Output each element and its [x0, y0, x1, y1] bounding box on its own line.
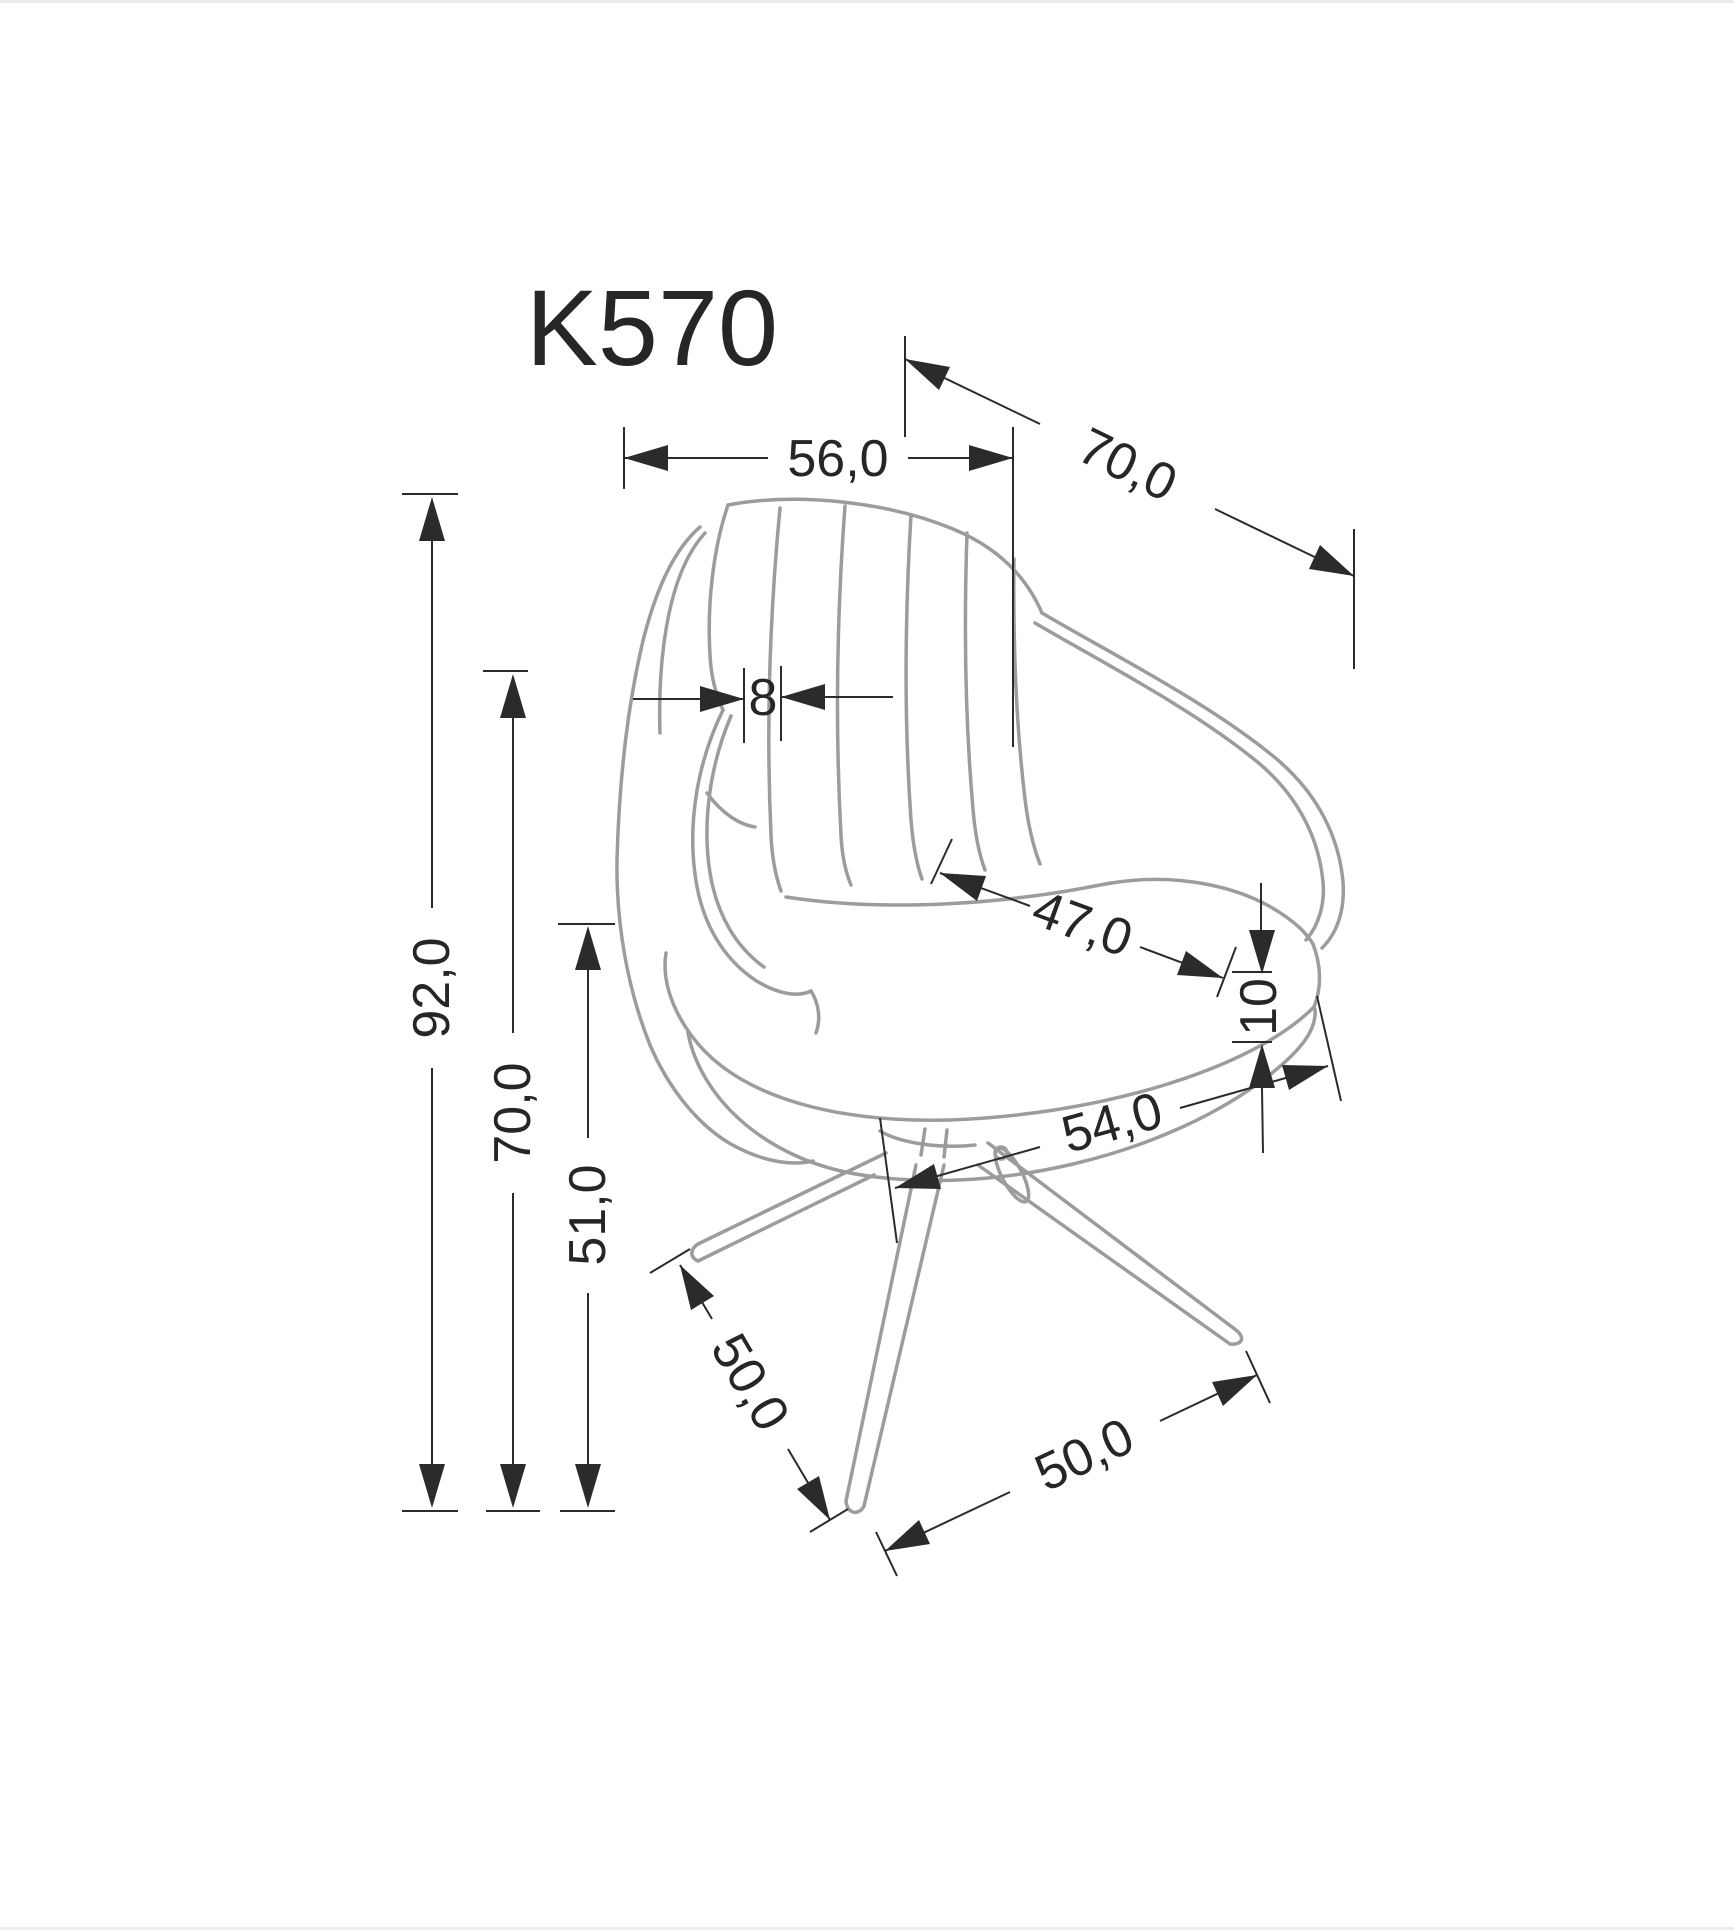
chair-channel-line — [835, 504, 853, 887]
dim-total-height-label: 92,0 — [403, 937, 461, 1038]
chair-seat-right-cap — [1311, 942, 1322, 1009]
chair-leg-front-left — [844, 1163, 946, 1514]
model-title: K570 — [526, 267, 778, 388]
chair-line-art — [615, 497, 1346, 1514]
dim-seat-depth-label: 47,0 — [1025, 879, 1140, 968]
chair-seat-back-junction — [784, 877, 1315, 946]
chair-armrest-left-front — [809, 989, 821, 1035]
dim-total-height: 92,0 — [402, 493, 461, 1512]
arrow-up-left-icon — [680, 1265, 714, 1310]
arrow-right-icon — [969, 445, 1013, 471]
dim-seat-thickness-label: 10 — [1230, 978, 1288, 1036]
dim-leg-side: 50,0 — [649, 1248, 849, 1533]
chair-backrest-top-edge — [726, 497, 1044, 615]
arrow-down-icon — [500, 1464, 526, 1508]
arrow-up-icon — [575, 926, 601, 970]
chair-armrest-left-detail — [705, 791, 757, 829]
dim-leg-side-label: 50,0 — [699, 1324, 800, 1441]
arrow-down-left-icon — [885, 1520, 930, 1551]
arrow-right-icon — [700, 686, 744, 712]
chair-leg-front-right — [976, 1141, 1244, 1346]
arrow-up-right-icon — [1212, 1375, 1257, 1406]
arrow-up-icon — [419, 497, 445, 541]
dim-seat-height: 51,0 — [558, 923, 617, 1512]
chair-outer-shell — [615, 525, 815, 1165]
dim-backrest-height-label: 70,0 — [484, 1062, 542, 1163]
chair-channel-line — [1012, 557, 1042, 866]
chair-seat-base-rim — [686, 1007, 1317, 1183]
chair-channel-line — [904, 513, 924, 881]
chair-mechanism-plate — [878, 1129, 977, 1148]
arrow-down-left-icon — [895, 1164, 941, 1189]
chair-armrest-left-outer — [691, 708, 813, 996]
chair-armrest-right-outer — [1040, 611, 1346, 950]
arrow-down-right-icon — [1177, 951, 1223, 978]
dim-back-gap: 8 — [633, 666, 893, 743]
chair-mechanism-column — [919, 1127, 949, 1159]
chair-channel-line — [767, 506, 783, 893]
dim-leg-front-span-label: 50,0 — [1026, 1407, 1142, 1503]
arrow-down-icon — [1249, 930, 1275, 974]
dim-seat-height-label: 51,0 — [559, 1164, 617, 1265]
dim-seat-width-label: 54,0 — [1056, 1081, 1169, 1164]
dim-leg-front-span: 50,0 — [875, 1350, 1271, 1577]
arrow-up-icon — [1249, 1044, 1275, 1088]
chair-dimension-diagram: K570 56,0 70,0 8 92,0 — [402, 267, 1355, 1577]
dim-back-width-label: 56,0 — [787, 430, 888, 488]
dim-seat-thickness: 10 — [1230, 883, 1288, 1154]
chair-channel-line — [963, 531, 987, 872]
arrow-up-left-icon — [905, 359, 950, 390]
dim-total-depth: 70,0 — [904, 336, 1355, 669]
chair-leg-back-left — [690, 1151, 888, 1263]
dim-seat-depth: 47,0 — [930, 838, 1237, 998]
dim-total-depth-label: 70,0 — [1069, 417, 1185, 514]
arrow-up-right-icon — [1282, 1065, 1328, 1090]
arrow-down-right-icon — [1309, 545, 1354, 576]
arrow-up-icon — [500, 674, 526, 718]
arrow-down-right-icon — [797, 1476, 830, 1520]
dim-back-width: 56,0 — [623, 427, 1014, 747]
dim-back-gap-label: 8 — [749, 669, 778, 727]
chair-seat-cushion-front — [663, 951, 1316, 1122]
dim-backrest-height: 70,0 — [483, 670, 542, 1512]
arrow-left-icon — [624, 445, 668, 471]
arrow-left-icon — [781, 684, 825, 710]
arrow-down-icon — [575, 1464, 601, 1508]
chair-backrest-left-edge — [707, 503, 730, 712]
chair-armrest-right-seam — [1033, 621, 1326, 942]
chair-outer-shell-seam — [657, 531, 707, 735]
arrow-up-left-icon — [940, 873, 986, 901]
arrow-down-icon — [419, 1464, 445, 1508]
chair-armrest-left-seam — [705, 714, 766, 969]
